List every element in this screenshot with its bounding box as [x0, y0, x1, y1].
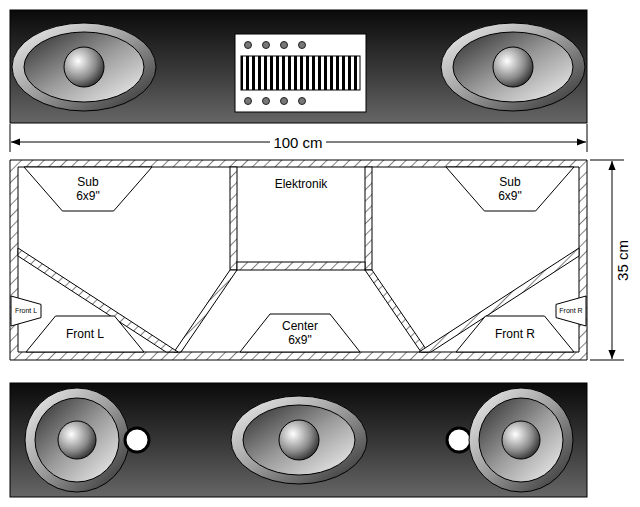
- oval-speaker: [231, 396, 367, 484]
- front-speaker-mount: Front R: [456, 316, 574, 352]
- tweeter: [125, 428, 149, 452]
- mount-outline: [556, 296, 586, 326]
- top-panel: [10, 10, 587, 123]
- part-label: Elektronik: [275, 177, 328, 191]
- mount-outline: [240, 314, 360, 352]
- dimension-label: 35 cm: [613, 237, 630, 284]
- part-label: Center 6x9": [282, 319, 318, 347]
- part-label: Sub 6x9": [76, 175, 100, 203]
- part-label: Front L: [66, 327, 104, 341]
- mount-outline: [446, 167, 574, 211]
- mount-outline: [24, 167, 152, 211]
- front-speaker-mount: Front L: [26, 316, 144, 352]
- mount-outline: [456, 316, 574, 352]
- electronics-panel: [235, 34, 366, 112]
- oval-speaker: [12, 23, 156, 111]
- front-panel: [10, 383, 587, 497]
- part-label: Front R: [495, 327, 535, 341]
- dimension-line: [10, 124, 587, 152]
- part-label: Front R: [559, 307, 582, 315]
- tweeter-mount: Front R: [556, 296, 586, 326]
- round-speaker: [25, 388, 129, 492]
- mount-outline: [11, 296, 41, 326]
- tweeter-mount: Front L: [11, 296, 41, 326]
- housing-plan: [10, 160, 587, 360]
- round-speaker: [469, 388, 573, 492]
- dimension-label: 100 cm: [270, 134, 325, 151]
- part-label: Sub 6x9": [498, 175, 522, 203]
- sub-speaker-mount: Sub 6x9": [446, 167, 574, 211]
- tweeter: [447, 428, 471, 452]
- part-label: Front L: [15, 307, 37, 315]
- oval-speaker: [441, 23, 585, 111]
- center-speaker-mount: Center 6x9": [240, 314, 360, 352]
- electronics-box: Elektronik: [237, 167, 365, 262]
- sub-speaker-mount: Sub 6x9": [24, 167, 152, 211]
- mount-outline: [26, 316, 144, 352]
